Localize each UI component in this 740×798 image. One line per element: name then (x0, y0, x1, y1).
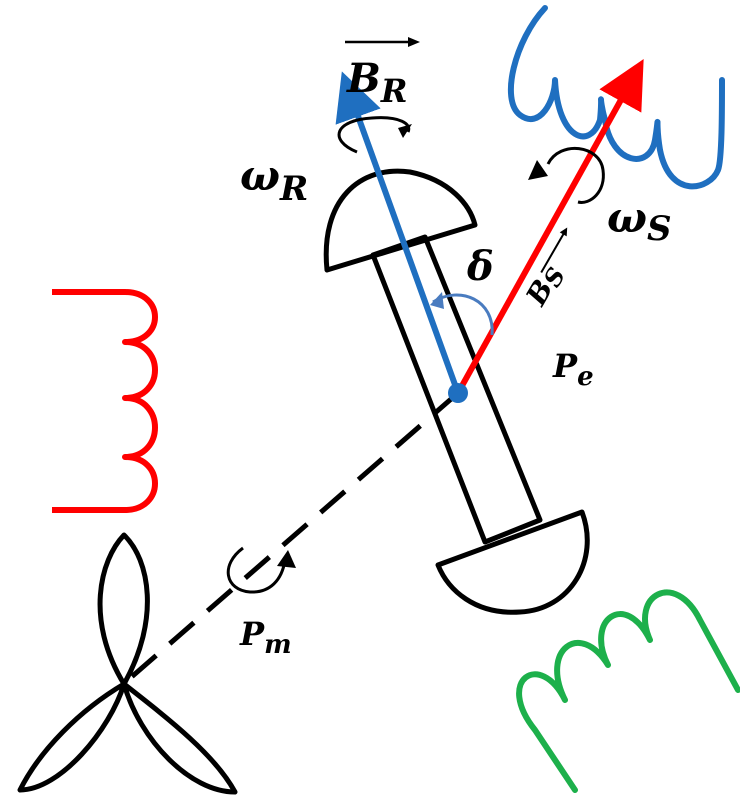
pm-arrowhead (277, 550, 296, 568)
omega-rotor-label: ωR (240, 151, 308, 209)
rotor-bottom-cap (435, 509, 590, 615)
omega-rotor-arrowhead (398, 124, 412, 138)
shaft-dashed-line (126, 391, 460, 682)
rotor-field-arrow (335, 71, 461, 395)
delta-arc-arrowhead (430, 292, 444, 309)
rotor-center-hub (448, 383, 468, 403)
blue-coil (507, 5, 725, 190)
stator-field-arrow (455, 59, 644, 395)
pm-rotation (226, 546, 287, 594)
red-coil (52, 289, 158, 513)
omega-stator-rotation (546, 147, 605, 204)
b-rotor-vector-head (408, 37, 420, 47)
delta-label: δ (466, 243, 494, 290)
rotor-top-cap (323, 168, 478, 273)
turbine-blade-left (17, 681, 127, 793)
rotor (323, 168, 590, 615)
omega-stator-label: ωS (607, 193, 672, 249)
omega-stator-arrowhead (528, 160, 548, 180)
green-coil (516, 589, 740, 793)
b-stator-vector-bar (540, 230, 567, 274)
pm-label: Pm (239, 615, 292, 660)
turbine-blade-right (121, 681, 238, 795)
omega-rotor-rotation (337, 116, 411, 154)
pe-label: Pe (552, 347, 594, 392)
b-rotor-label: BR (346, 55, 407, 110)
rotor-shaft (370, 234, 543, 545)
b-stator-vector-head (559, 227, 568, 237)
turbine (17, 532, 238, 795)
turbine-blade-top (97, 532, 150, 687)
